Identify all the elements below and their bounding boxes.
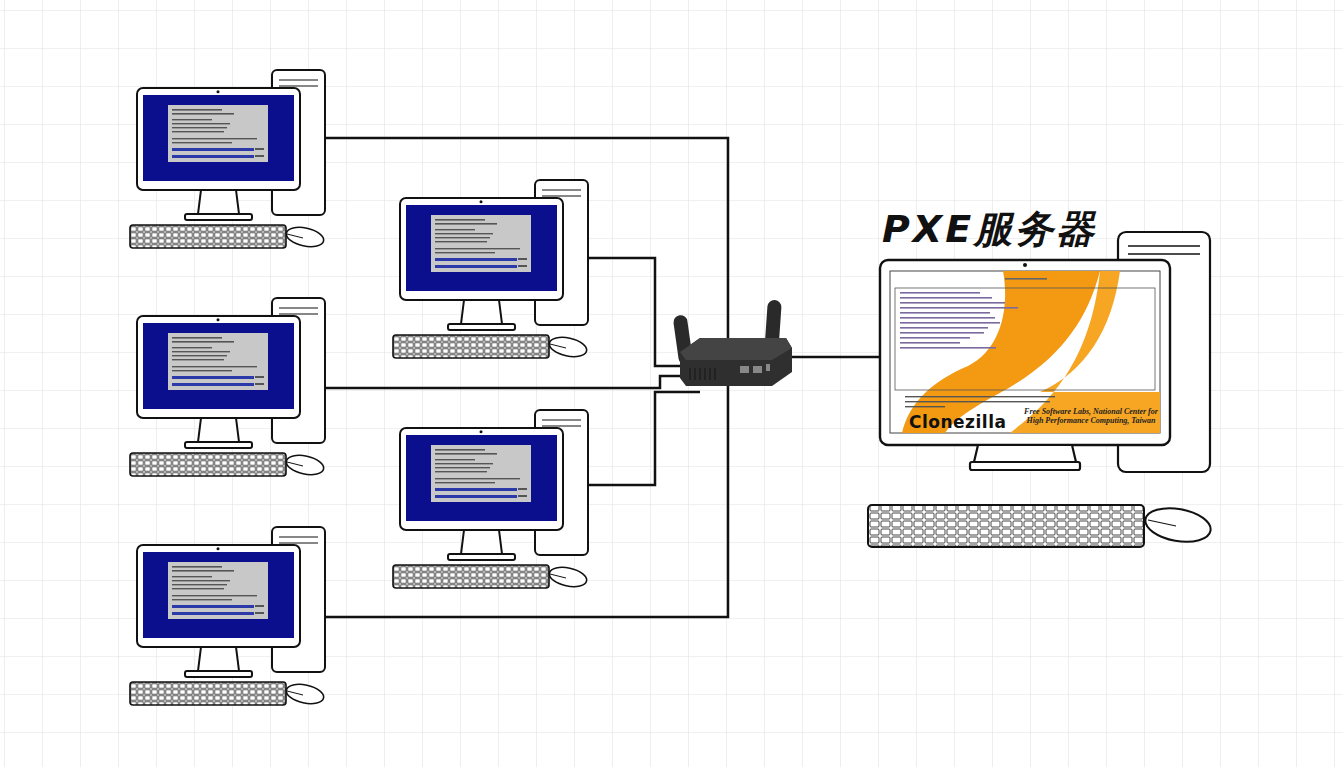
- router-body: [680, 338, 792, 386]
- mouse-detail: [1148, 520, 1176, 526]
- router-vents: [690, 368, 715, 380]
- port: [740, 366, 749, 373]
- client-computer: [393, 410, 588, 590]
- client-computer: [130, 70, 325, 250]
- logo-text: Clonezilla: [909, 412, 1006, 432]
- tower-detail: [1128, 253, 1200, 254]
- monitor-stand: [974, 445, 1076, 462]
- camera: [1023, 263, 1027, 267]
- node-title: PXE服务器: [882, 204, 1097, 255]
- cable: [587, 258, 690, 366]
- keyboard: [868, 505, 1144, 547]
- instruction-lines: [905, 396, 1055, 407]
- tower-detail: [1128, 245, 1200, 246]
- client-computer: [130, 298, 325, 478]
- client-computer: [393, 180, 588, 360]
- credit-text: Free Software Labs, National Center for …: [1024, 407, 1158, 425]
- server-node: PXE服务器: [870, 200, 1220, 545]
- client-computer: [130, 527, 325, 707]
- cable: [587, 392, 700, 485]
- router: [673, 300, 792, 386]
- cable: [325, 376, 690, 388]
- boot-menu-frame: [895, 288, 1155, 390]
- boot-menu-lines: [900, 292, 1018, 349]
- cable: [325, 378, 728, 617]
- port: [753, 366, 762, 373]
- port: [766, 364, 770, 371]
- menu-text-line: [1005, 278, 1047, 280]
- mouse: [1143, 504, 1214, 547]
- screen: [890, 271, 1160, 433]
- clonezilla-graphic: [1010, 271, 1160, 433]
- server-monitor: [880, 260, 1170, 445]
- pxe-server-computer: [868, 232, 1213, 547]
- network-cables: [325, 138, 882, 617]
- router-top: [680, 338, 792, 360]
- cable: [788, 356, 882, 359]
- monitor-base: [970, 462, 1080, 470]
